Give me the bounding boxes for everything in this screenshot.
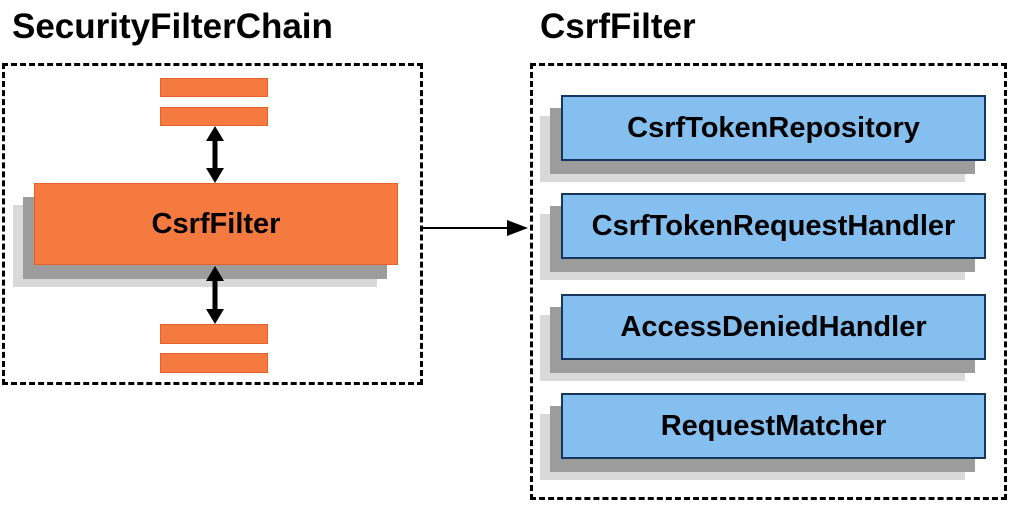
component-label: CsrfTokenRequestHandler	[591, 209, 956, 242]
flow-arrow-icon	[423, 220, 528, 236]
other-filter-bar	[160, 353, 268, 373]
component-access-denied-handler: AccessDeniedHandler	[561, 294, 986, 360]
other-filter-bar	[160, 324, 268, 344]
csrf-filter-container	[530, 63, 1007, 500]
security-filter-chain-container	[2, 63, 423, 385]
other-filter-bar	[160, 107, 268, 126]
component-csrf-token-request-handler: CsrfTokenRequestHandler	[561, 193, 986, 259]
csrf-filter-box: CsrfFilter	[34, 183, 398, 265]
component-csrf-token-repository: CsrfTokenRepository	[561, 95, 986, 161]
double-arrow-icon	[206, 266, 224, 324]
component-request-matcher: RequestMatcher	[561, 393, 986, 459]
security-filter-chain-title: SecurityFilterChain	[12, 7, 333, 46]
csrf-filter-title: CsrfFilter	[540, 7, 696, 46]
csrf-filter-box-label: CsrfFilter	[151, 207, 281, 240]
component-label: CsrfTokenRepository	[627, 111, 920, 144]
component-label: RequestMatcher	[660, 409, 887, 442]
double-arrow-icon	[206, 126, 224, 183]
other-filter-bar	[160, 78, 268, 97]
component-label: AccessDeniedHandler	[620, 310, 927, 343]
